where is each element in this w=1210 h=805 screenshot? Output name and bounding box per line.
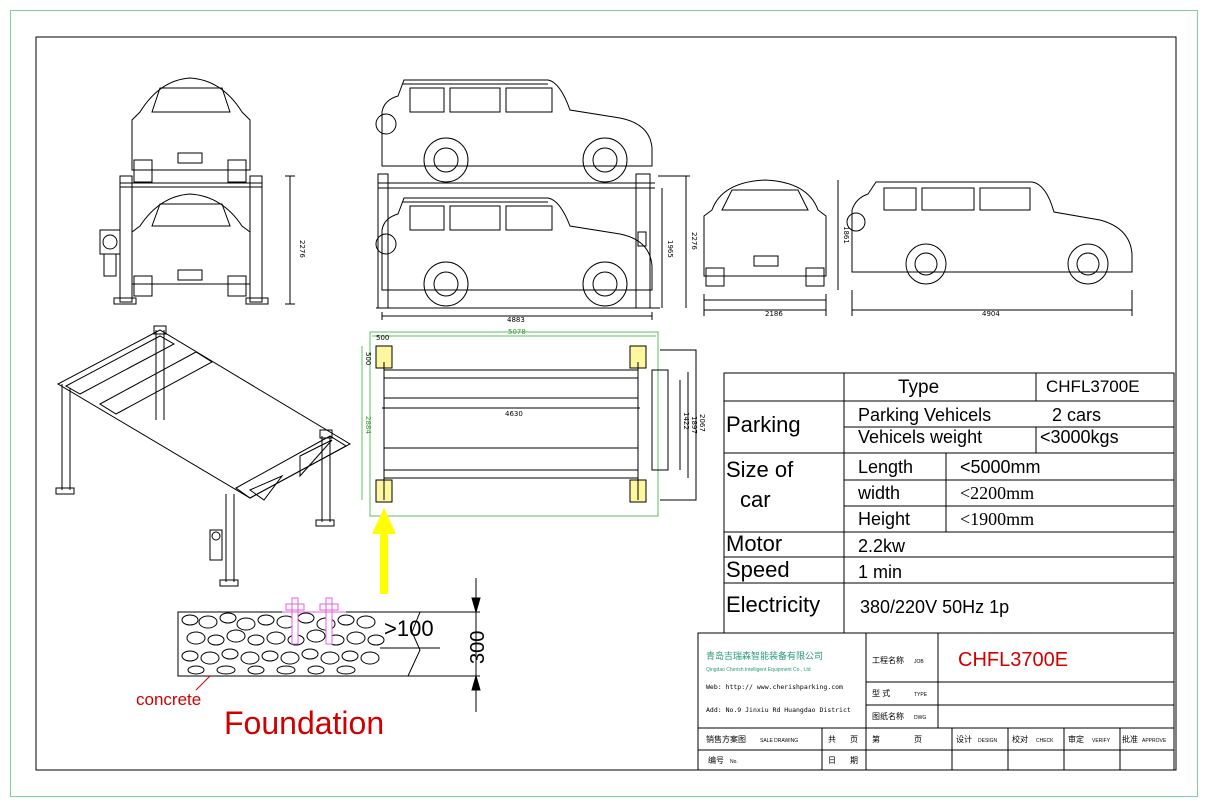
side-height-dim-b: 2276 [690, 232, 698, 250]
spec-parking-label: Parking [726, 412, 801, 437]
title-block [697, 632, 1175, 771]
job-value: CHFL3700E [958, 649, 1068, 671]
spec-width-label: width [857, 483, 900, 503]
page2-cn: 页 [914, 735, 922, 744]
side-height-dim-a: 1965 [666, 240, 674, 258]
number-en: No. [730, 759, 738, 765]
spec-length-label: Length [858, 457, 913, 477]
job-en: JOB [914, 659, 924, 665]
plan-width-dim: 2884 [364, 416, 372, 434]
plan-offset-dim: 500 [376, 334, 389, 342]
company-en: Qingdao Cherish Intelligent Equipment Co… [706, 667, 811, 673]
spec-weight-label: Vehicels weight [858, 427, 982, 447]
dwg-cn: 图纸名称 [872, 711, 904, 721]
design-en: DESIGN [978, 738, 998, 744]
spec-parking-vehicles-value: 2 cars [1052, 405, 1101, 425]
spec-parking-vehicles-label: Parking Vehicels [858, 405, 991, 425]
verify-en: VERIFY [1092, 738, 1111, 744]
spec-length-value: <5000mm [960, 457, 1041, 477]
check-en: CHECK [1036, 738, 1054, 744]
spec-electricity-value: 380/220V 50Hz 1p [860, 597, 1009, 617]
no-cn: 第 [872, 734, 880, 744]
arrow-icon [372, 508, 396, 594]
outer-frame [10, 10, 1198, 797]
plan-side-dim: 500 [364, 352, 372, 365]
spec-type-label: Type [898, 377, 939, 398]
spec-height-value: <1900mm [960, 509, 1034, 529]
design-cn: 设计 [956, 734, 972, 744]
date-cn: 日 [828, 756, 836, 765]
plan-w1-dim: 1422 [682, 412, 690, 430]
foundation-section [177, 578, 481, 712]
foundation-thickness-label: 300 [467, 631, 489, 664]
plan-length-dim: 4630 [505, 410, 523, 418]
foundation-depth-label: >100 [384, 616, 434, 641]
company-cn: 青岛吉瑞森智能装备有限公司 [706, 650, 823, 661]
approve-cn: 批准 [1122, 734, 1138, 744]
approve-en: APPROVE [1142, 738, 1167, 744]
page-cn: 页 [850, 735, 858, 744]
car-side-view [846, 181, 1133, 316]
spec-size-label-2: car [740, 487, 771, 512]
spec-height-label: Height [858, 509, 910, 529]
total-cn: 共 [828, 735, 836, 744]
spec-type-value: CHFL3700E [1046, 377, 1140, 396]
front-height-dim: 2276 [298, 240, 306, 258]
sale-cn: 销售方案图 [706, 734, 746, 744]
concrete-label: concrete [136, 690, 201, 709]
date2-cn: 期 [850, 756, 858, 765]
side-view-lift [375, 79, 690, 320]
car-front-height-dim: 1861 [842, 226, 850, 244]
spec-electricity-label: Electricity [726, 592, 820, 617]
spec-size-label-1: Size of [726, 457, 794, 482]
side-width-dim: 4883 [507, 316, 525, 324]
company-address: Add: No.9 Jinxiu Rd Huangdao District [706, 706, 851, 714]
dwg-en: DWG [914, 715, 926, 721]
spec-table [723, 372, 1175, 634]
car-front-width-dim: 2186 [765, 310, 783, 318]
car-side-length-dim: 4904 [982, 310, 1000, 318]
spec-motor-label: Motor [726, 531, 782, 556]
number-cn: 编号 [708, 755, 724, 765]
type-cn: 型 式 [872, 688, 890, 698]
job-cn: 工程名称 [872, 655, 904, 665]
spec-weight-value: <3000kgs [1040, 427, 1119, 447]
spec-motor-value: 2.2kw [858, 536, 906, 556]
spec-speed-label: Speed [726, 557, 790, 582]
type-en: TYPE [914, 692, 928, 698]
isometric-lift [55, 325, 352, 587]
check-cn: 校对 [1012, 734, 1028, 744]
plan-w2-dim: 1897 [690, 416, 698, 434]
company-web: Web: http:// www.cherishparking.com [706, 683, 843, 691]
plan-view [361, 331, 697, 517]
front-view-lift [99, 77, 295, 305]
sale-en: SALE DRAWING [760, 738, 798, 744]
spec-width-value: <2200mm [960, 483, 1034, 503]
spec-speed-value: 1 min [858, 562, 902, 582]
plan-total-dim: 5078 [508, 328, 526, 336]
drawing-frame [35, 36, 1177, 771]
foundation-title: Foundation [224, 705, 384, 741]
car-front-view [703, 179, 839, 316]
plan-w3-dim: 2067 [698, 414, 706, 432]
verify-cn: 审定 [1068, 734, 1084, 744]
